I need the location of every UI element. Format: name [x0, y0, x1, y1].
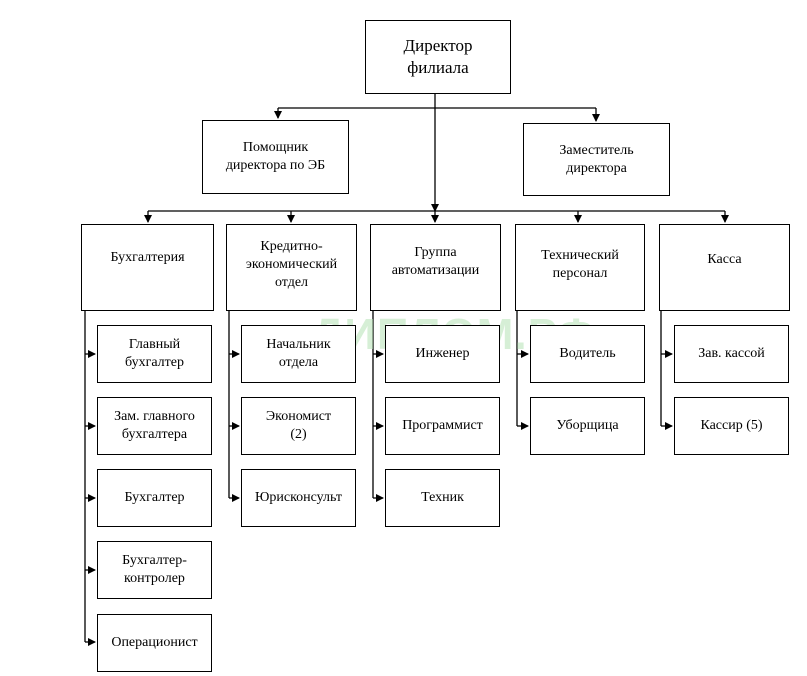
staff-head-cashier-box: Зав. кассой: [674, 325, 789, 383]
staff-driver-box: Водитель: [530, 325, 645, 383]
department-technical-box: Технический персонал: [515, 224, 645, 311]
staff-engineer-box: Инженер: [385, 325, 500, 383]
staff-accountant-controller-box: Бухгалтер- контролер: [97, 541, 212, 599]
staff-programmer-box: Программист: [385, 397, 500, 455]
department-automation-box: Группа автоматизации: [370, 224, 501, 311]
staff-cashier-box: Кассир (5): [674, 397, 789, 455]
department-accounting-box: Бухгалтерия: [81, 224, 214, 311]
staff-chief-accountant-box: Главный бухгалтер: [97, 325, 212, 383]
staff-economist-box: Экономист (2): [241, 397, 356, 455]
director-box: Директор филиала: [365, 20, 511, 94]
staff-technician-box: Техник: [385, 469, 500, 527]
staff-accountant-box: Бухгалтер: [97, 469, 212, 527]
staff-operator-box: Операционист: [97, 614, 212, 672]
staff-deputy-chief-accountant-box: Зам. главного бухгалтера: [97, 397, 212, 455]
department-cash-box: Касса: [659, 224, 790, 311]
deputy-box: Заместитель директора: [523, 123, 670, 196]
assistant-box: Помощник директора по ЭБ: [202, 120, 349, 194]
department-credit-box: Кредитно- экономический отдел: [226, 224, 357, 311]
staff-department-head-box: Начальник отдела: [241, 325, 356, 383]
staff-legal-counsel-box: Юрисконсульт: [241, 469, 356, 527]
staff-cleaner-box: Уборщица: [530, 397, 645, 455]
